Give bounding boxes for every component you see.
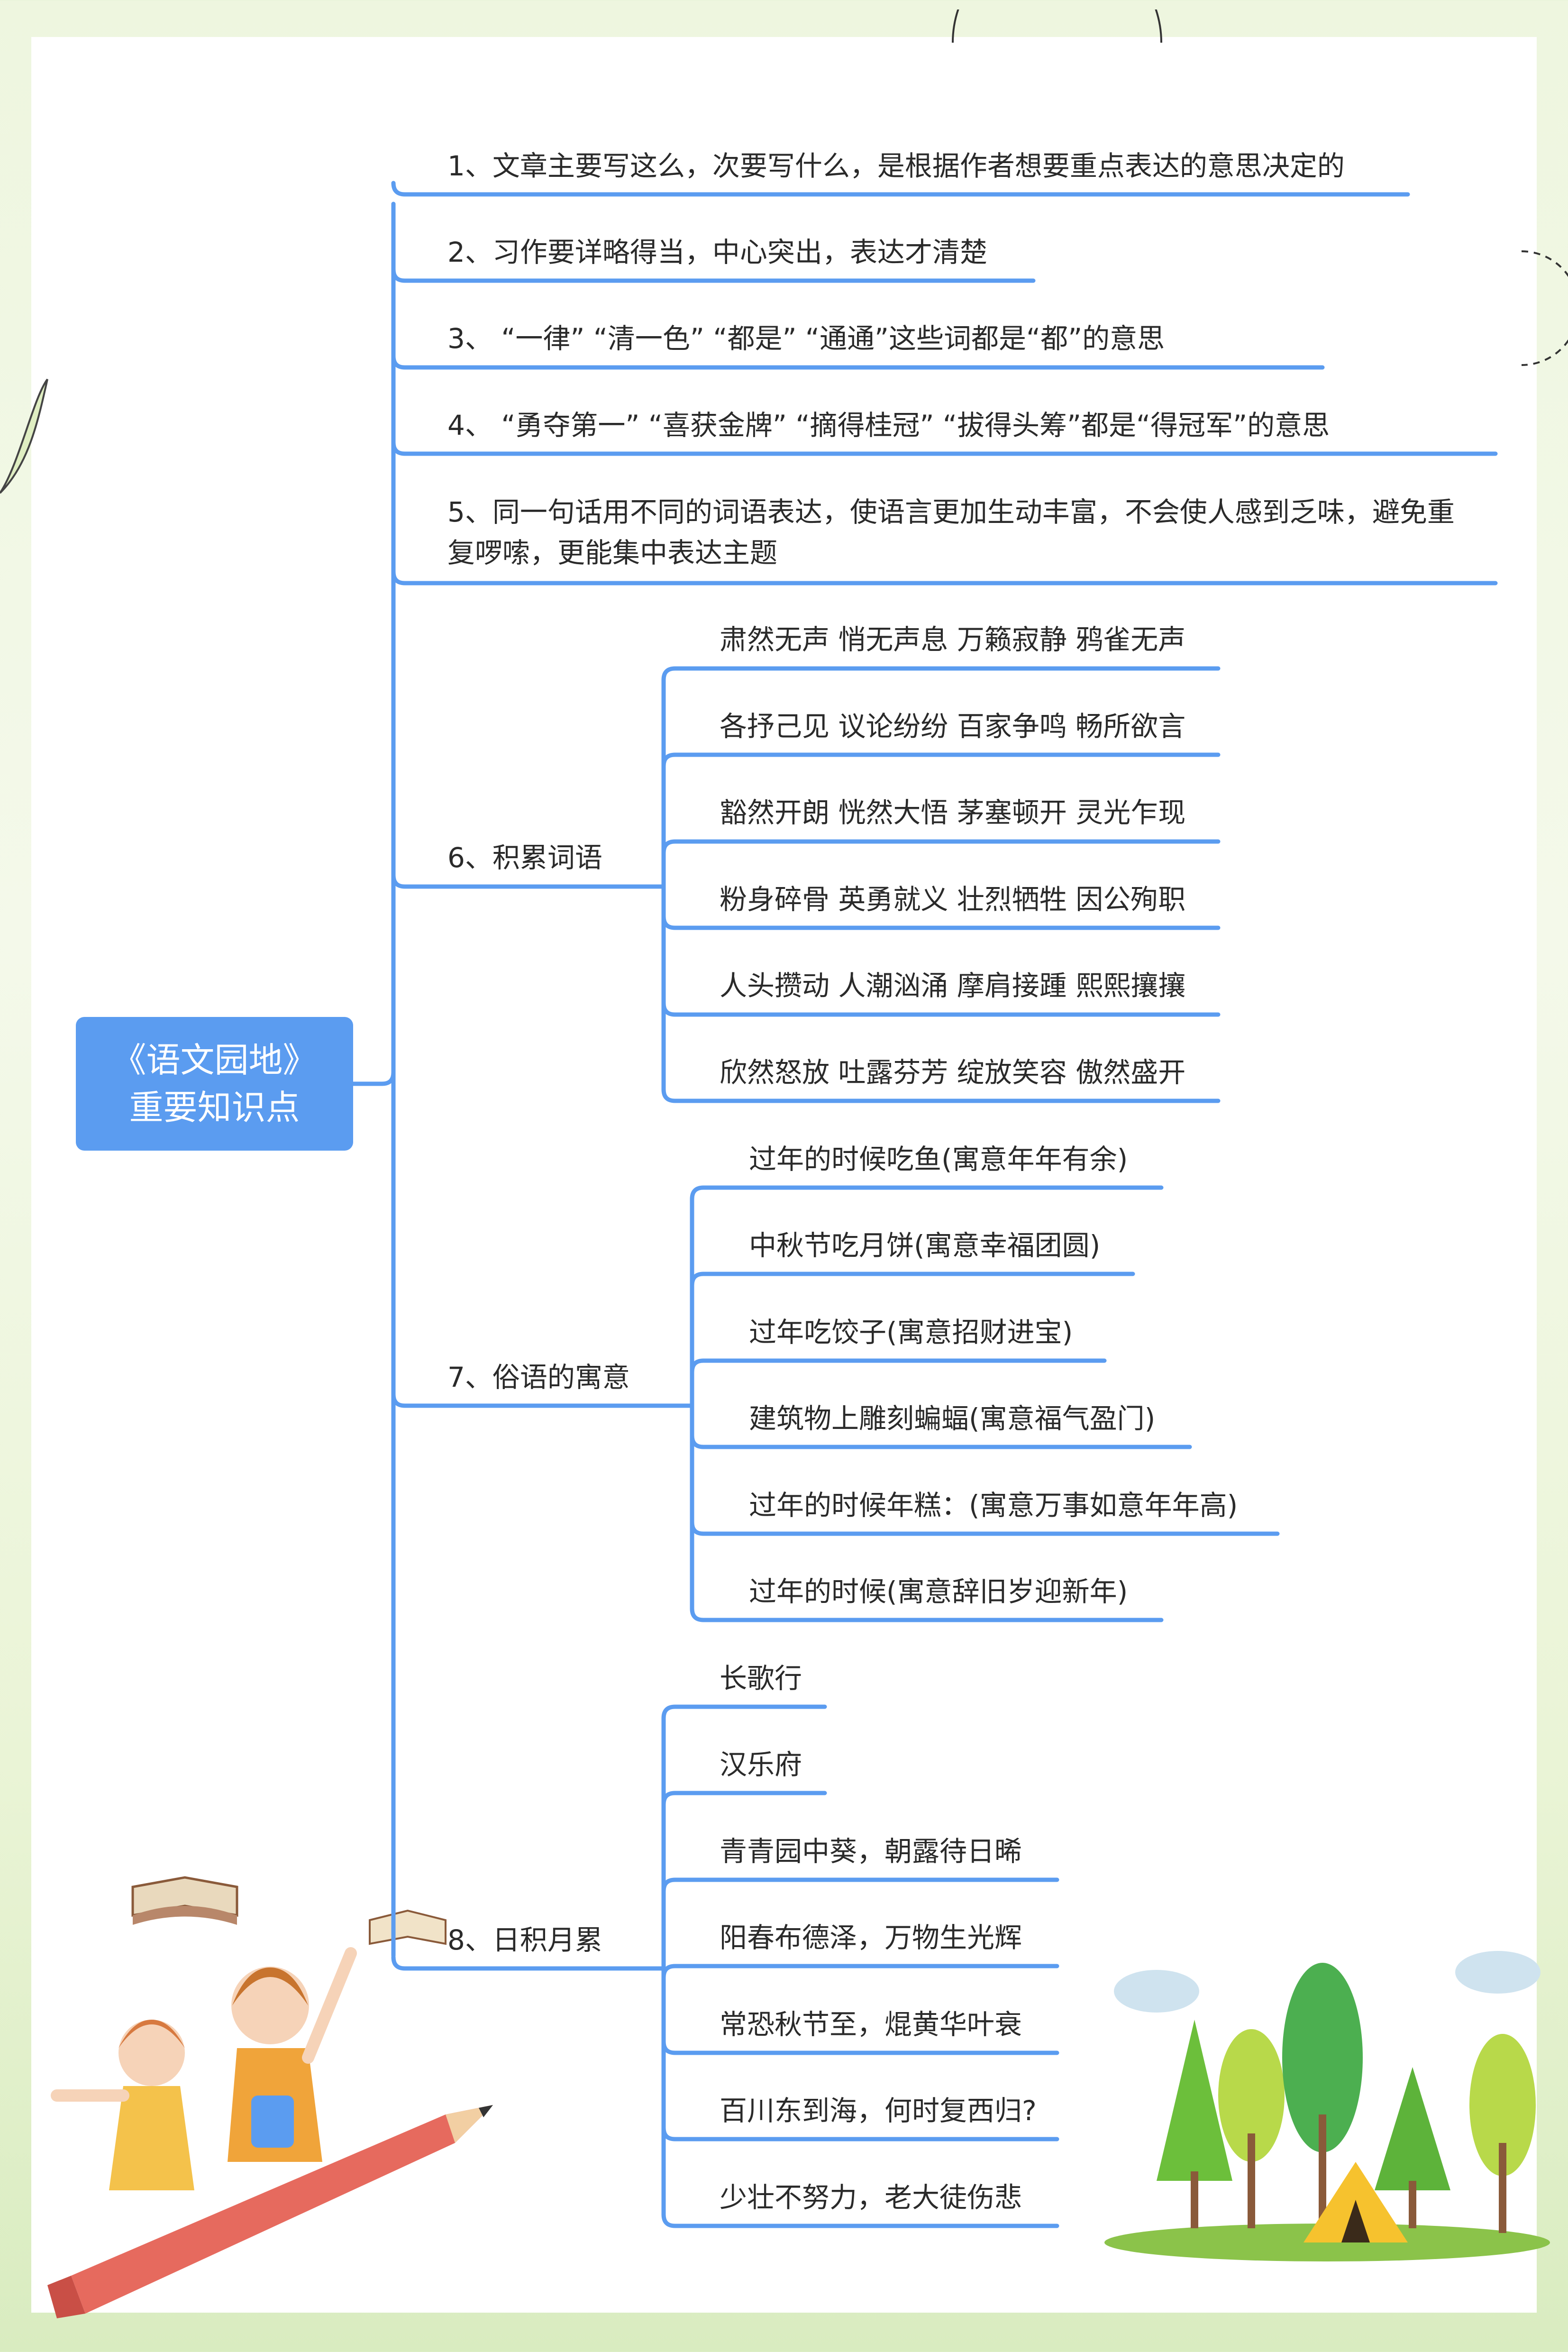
branch-7-item[interactable]: 过年的时候吃鱼(寓意年年有余) — [749, 1143, 1128, 1175]
branch-5-connector — [391, 569, 1498, 586]
branch-1-connector — [391, 181, 1410, 197]
subgroup-8-item-connector — [661, 1877, 1059, 1894]
branch-6-item[interactable]: 粉身碎骨 英勇就义 壮烈牺牲 因公殉职 — [720, 883, 1186, 915]
branch-8-item[interactable]: 汉乐府 — [720, 1748, 802, 1781]
root-connector — [351, 1070, 396, 1086]
branch-3-connector — [391, 354, 1325, 370]
decor-left-leaf — [0, 378, 48, 494]
branch-7-item[interactable]: 中秋节吃月饼(寓意幸福团圆) — [749, 1229, 1101, 1262]
branch-7-item[interactable]: 过年的时候(寓意辞旧岁迎新年) — [749, 1575, 1128, 1608]
branch-4-connector — [391, 440, 1498, 456]
branch-6-connector — [391, 873, 666, 889]
branch-8-item[interactable]: 青青园中葵，朝露待日晞 — [720, 1835, 1022, 1867]
branch-8-connector — [391, 1955, 666, 1971]
content-card — [31, 37, 1537, 2313]
branch-7-item[interactable]: 过年吃饺子(寓意招财进宝) — [749, 1316, 1073, 1348]
branch-5[interactable]: 5、同一句话用不同的词语表达，使语言更加生动丰富，不会使人感到乏味，避免重复啰嗦… — [447, 496, 1455, 569]
branch-1[interactable]: 1、文章主要写这么，次要写什么，是根据作者想要重点表达的意思决定的 — [447, 150, 1345, 182]
subgroup-6-item-connector — [661, 666, 1221, 682]
branch-8-item[interactable]: 少壮不努力，老大徒伤悲 — [720, 2181, 1022, 2214]
subgroup-6-item-connector — [661, 839, 1221, 855]
subgroup-6-item-connector — [661, 1087, 1221, 1103]
decor-right-dashed-arc — [1521, 250, 1568, 366]
branch-3[interactable]: 3、 “一律” “清一色” “都是” “通通”这些词都是“都”的意思 — [447, 322, 1165, 355]
subgroup-7-item-connector — [690, 1606, 1164, 1622]
subgroup-8-item-connector — [661, 1704, 827, 1721]
subgroup-7-item-connector — [690, 1358, 1107, 1374]
branch-2-connector — [391, 267, 1036, 283]
subgroup-7-item-connector — [690, 1433, 1192, 1449]
boy-figure — [228, 1947, 357, 2162]
branch-6-item[interactable]: 人头攒动 人潮汹涌 摩肩接踵 熙熙攘攘 — [720, 970, 1186, 1002]
subgroup-8-item-connector — [661, 1964, 1059, 1980]
root-title-line2: 重要知识点 — [129, 1088, 300, 1127]
branch-8-item[interactable]: 阳春布德泽，万物生光辉 — [720, 1922, 1022, 1954]
branch-7-connector — [391, 1392, 694, 1408]
subgroup-7-item-connector — [690, 1185, 1164, 1201]
branch-7-item[interactable]: 建筑物上雕刻蝙蝠(寓意福气盈门) — [749, 1402, 1156, 1435]
subgroup-7-item-connector — [690, 1272, 1135, 1288]
subgroup-8-item-connector — [661, 2039, 1059, 2055]
open-book-icon — [131, 1876, 238, 1925]
subgroup-8-item-connector — [661, 1791, 827, 1807]
root-node[interactable]: 《语文园地》 重要知识点 — [76, 1017, 353, 1151]
branch-7-item[interactable]: 过年的时候年糕：(寓意万事如意年年高) — [749, 1489, 1238, 1521]
tree-icon — [1157, 1963, 1536, 2233]
branch-2[interactable]: 2、习作要详略得当，中心突出，表达才清楚 — [447, 236, 987, 268]
branch-6-item[interactable]: 肃然无声 悄无声息 万籁寂静 鸦雀无声 — [720, 623, 1186, 656]
small-book-icon — [369, 1909, 447, 1945]
cloud-icon — [1114, 1951, 1541, 2013]
girl-figure — [51, 2020, 194, 2190]
branch-8-item[interactable]: 百川东到海，何时复西归? — [720, 2095, 1037, 2127]
subgroup-8-item-connector — [661, 2125, 1059, 2142]
subgroup-7-item-connector — [690, 1520, 1280, 1536]
branch-7[interactable]: 7、俗语的寓意 — [447, 1361, 630, 1393]
subgroup-6-item-connector — [661, 914, 1221, 930]
subgroup-6-item-connector — [661, 752, 1221, 769]
subgroup-8-item-connector — [661, 2212, 1059, 2228]
branch-8[interactable]: 8、日积月累 — [447, 1924, 602, 1956]
branch-4[interactable]: 4、 “勇夺第一” “喜获金牌” “摘得桂冠” “拔得头筹”都是“得冠军”的意思 — [447, 409, 1330, 441]
root-title-line1: 《语文园地》 — [112, 1040, 317, 1080]
branch-6-item[interactable]: 豁然开朗 恍然大悟 茅塞顿开 灵光乍现 — [720, 796, 1186, 829]
subgroup-6-item-connector — [661, 1001, 1221, 1017]
branch-8-item[interactable]: 长歌行 — [720, 1662, 802, 1694]
branch-8-item[interactable]: 常恐秋节至，焜黄华叶衰 — [720, 2008, 1022, 2041]
pencil-icon — [47, 2105, 493, 2318]
branch-6-item[interactable]: 欣然怒放 吐露芬芳 绽放笑容 傲然盛开 — [720, 1056, 1186, 1089]
branch-6[interactable]: 6、积累词语 — [447, 842, 602, 874]
trees-and-tent-illustration — [1104, 1951, 1550, 2261]
tent-icon — [1304, 2162, 1408, 2242]
kids-on-pencil-illustration — [47, 1876, 493, 2318]
branch-6-item[interactable]: 各抒己见 议论纷纷 百家争鸣 畅所欲言 — [720, 710, 1186, 742]
